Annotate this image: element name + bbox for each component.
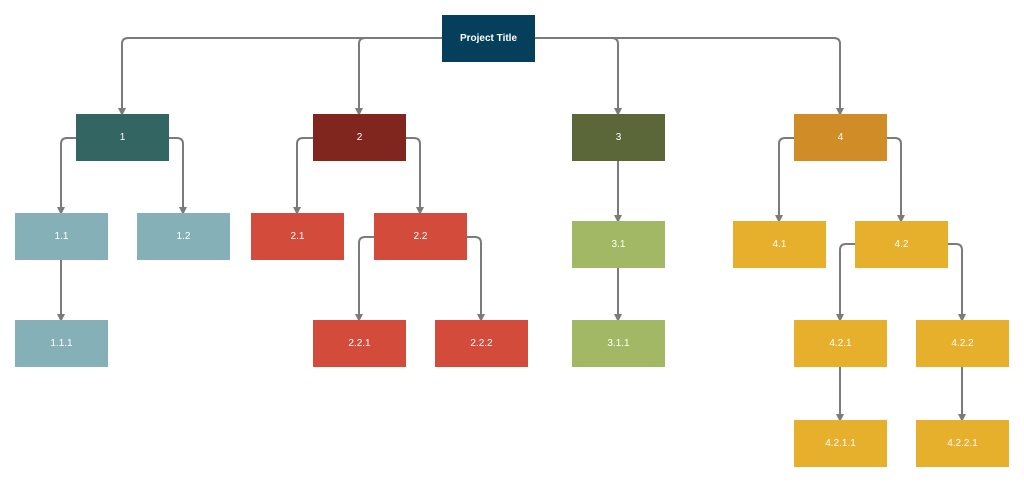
- node-label: 4.2: [894, 239, 909, 250]
- node-label: 2.2: [413, 231, 428, 242]
- node-label: 4.2.2.1: [947, 438, 978, 449]
- edge-root-3: [535, 37, 622, 116]
- edge-root-1: [118, 37, 442, 116]
- edge-4-4.2: [887, 137, 905, 223]
- edge-4.2-4.2.2: [948, 243, 966, 322]
- node-4-2-2[interactable]: 4.2.2: [916, 320, 1009, 367]
- node-label: 1.1: [54, 231, 69, 242]
- node-2[interactable]: 2: [313, 114, 406, 161]
- node-3[interactable]: 3: [572, 114, 665, 161]
- edge-4.2-4.2.1: [836, 243, 855, 322]
- node-label: 4.1: [772, 239, 787, 250]
- node-1-1[interactable]: 1.1: [15, 213, 108, 260]
- node-label: 3.1.1: [607, 338, 630, 349]
- edge-1-1.1: [57, 137, 76, 215]
- node-label: 4.2.1: [829, 338, 852, 349]
- node-4[interactable]: 4: [794, 114, 887, 161]
- edge-1-1.2: [169, 137, 187, 215]
- node-4-2[interactable]: 4.2: [855, 221, 948, 268]
- node-label: 2.2.1: [348, 338, 371, 349]
- node-4-2-2-1[interactable]: 4.2.2.1: [916, 420, 1009, 467]
- node-2-1[interactable]: 2.1: [251, 213, 344, 260]
- node-label: 2.2.2: [470, 338, 493, 349]
- node-1[interactable]: 1: [76, 114, 169, 161]
- node-label: 1.2: [176, 231, 191, 242]
- edge-2.2-2.2.2: [467, 236, 485, 322]
- node-label: 4.2.1.1: [825, 438, 856, 449]
- edge-root-4: [535, 37, 844, 116]
- node-3-1[interactable]: 3.1: [572, 221, 665, 268]
- edge-2-2.2: [406, 137, 424, 215]
- node-4-2-1[interactable]: 4.2.1: [794, 320, 887, 367]
- node-label: Project Title: [459, 33, 518, 44]
- node-label: 4.2.2: [951, 338, 974, 349]
- node-label: 4: [837, 132, 844, 143]
- node-label: 1.1.1: [50, 338, 73, 349]
- node-1-1-1[interactable]: 1.1.1: [15, 320, 108, 367]
- node-2-2-1[interactable]: 2.2.1: [313, 320, 406, 367]
- node-label: 3.1: [611, 239, 626, 250]
- project-title-node[interactable]: Project Title: [442, 15, 535, 62]
- node-2-2[interactable]: 2.2: [374, 213, 467, 260]
- node-label: 3: [615, 132, 622, 143]
- node-3-1-1[interactable]: 3.1.1: [572, 320, 665, 367]
- node-label: 2.1: [290, 231, 305, 242]
- node-4-1[interactable]: 4.1: [733, 221, 826, 268]
- node-2-2-2[interactable]: 2.2.2: [435, 320, 528, 367]
- node-4-2-1-1[interactable]: 4.2.1.1: [794, 420, 887, 467]
- edge-2.2-2.2.1: [355, 236, 374, 322]
- edge-2-2.1: [293, 137, 313, 215]
- edge-4-4.1: [775, 137, 794, 223]
- node-1-2[interactable]: 1.2: [137, 213, 230, 260]
- node-label: 1: [119, 132, 126, 143]
- edge-root-2: [355, 37, 442, 116]
- node-label: 2: [356, 132, 363, 143]
